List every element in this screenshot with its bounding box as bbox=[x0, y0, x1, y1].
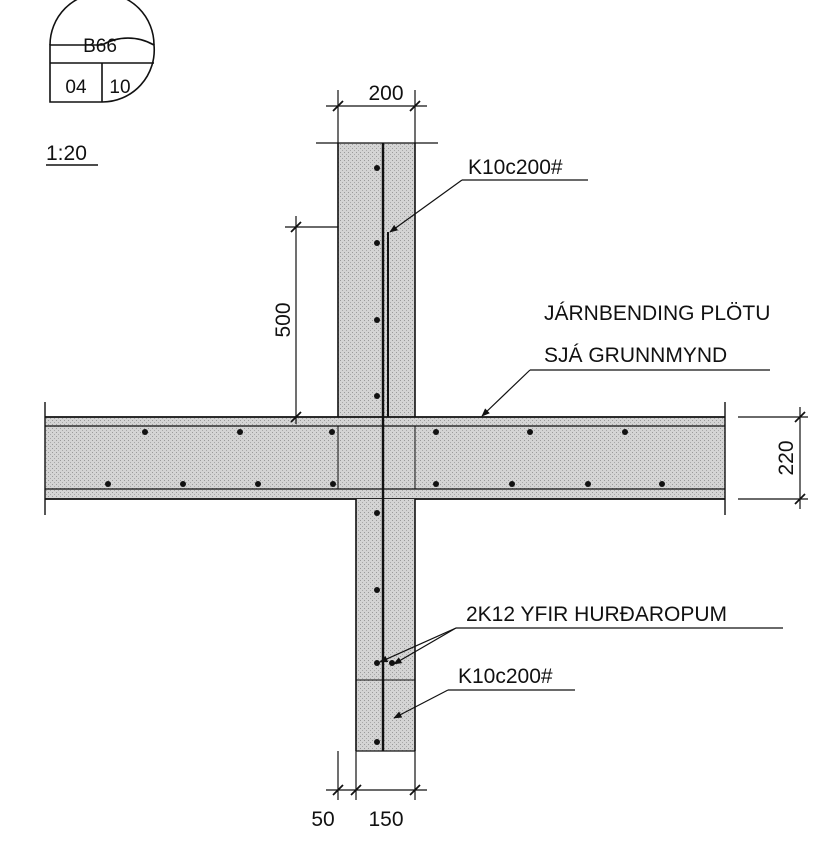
detail-title-block: B66 04 10 bbox=[49, 0, 156, 103]
lower-wall bbox=[355, 499, 416, 752]
callout-upper-wall-reinforcement: K10c200# bbox=[389, 156, 588, 233]
dimension-wall-top-width: 200 bbox=[326, 82, 427, 143]
svg-text:1:20: 1:20 bbox=[46, 142, 87, 165]
svg-text:K10c200#: K10c200# bbox=[458, 665, 553, 688]
dim-150: 150 bbox=[368, 808, 403, 831]
svg-text:JÁRNBENDING PLÖTU: JÁRNBENDING PLÖTU bbox=[544, 302, 770, 325]
sheet-number-right: 10 bbox=[109, 77, 130, 98]
dimension-anchor-length: 500 bbox=[272, 216, 338, 424]
dimension-slab-thickness: 220 bbox=[738, 407, 808, 509]
scale-label: 1:20 bbox=[46, 142, 98, 166]
detail-number: B66 bbox=[83, 36, 117, 57]
svg-text:SJÁ GRUNNMYND: SJÁ GRUNNMYND bbox=[544, 344, 727, 367]
svg-text:200: 200 bbox=[368, 82, 403, 105]
reinforcement-bars bbox=[105, 143, 665, 751]
svg-text:220: 220 bbox=[775, 440, 798, 475]
callout-door-opening-bars: 2K12 YFIR HURÐAROPUM bbox=[379, 603, 783, 665]
svg-text:2K12 YFIR HURÐAROPUM: 2K12 YFIR HURÐAROPUM bbox=[466, 603, 727, 626]
floor-slab bbox=[44, 402, 726, 515]
svg-text:500: 500 bbox=[272, 302, 295, 337]
upper-wall bbox=[316, 142, 438, 417]
dim-50: 50 bbox=[311, 808, 334, 831]
dimension-bottom: 50 150 bbox=[311, 751, 427, 831]
callout-lower-wall-reinforcement: K10c200# bbox=[393, 665, 575, 719]
svg-text:K10c200#: K10c200# bbox=[468, 156, 563, 179]
sheet-number-left: 04 bbox=[65, 77, 87, 98]
callout-slab-reinforcement: JÁRNBENDING PLÖTU SJÁ GRUNNMYND bbox=[481, 302, 770, 417]
